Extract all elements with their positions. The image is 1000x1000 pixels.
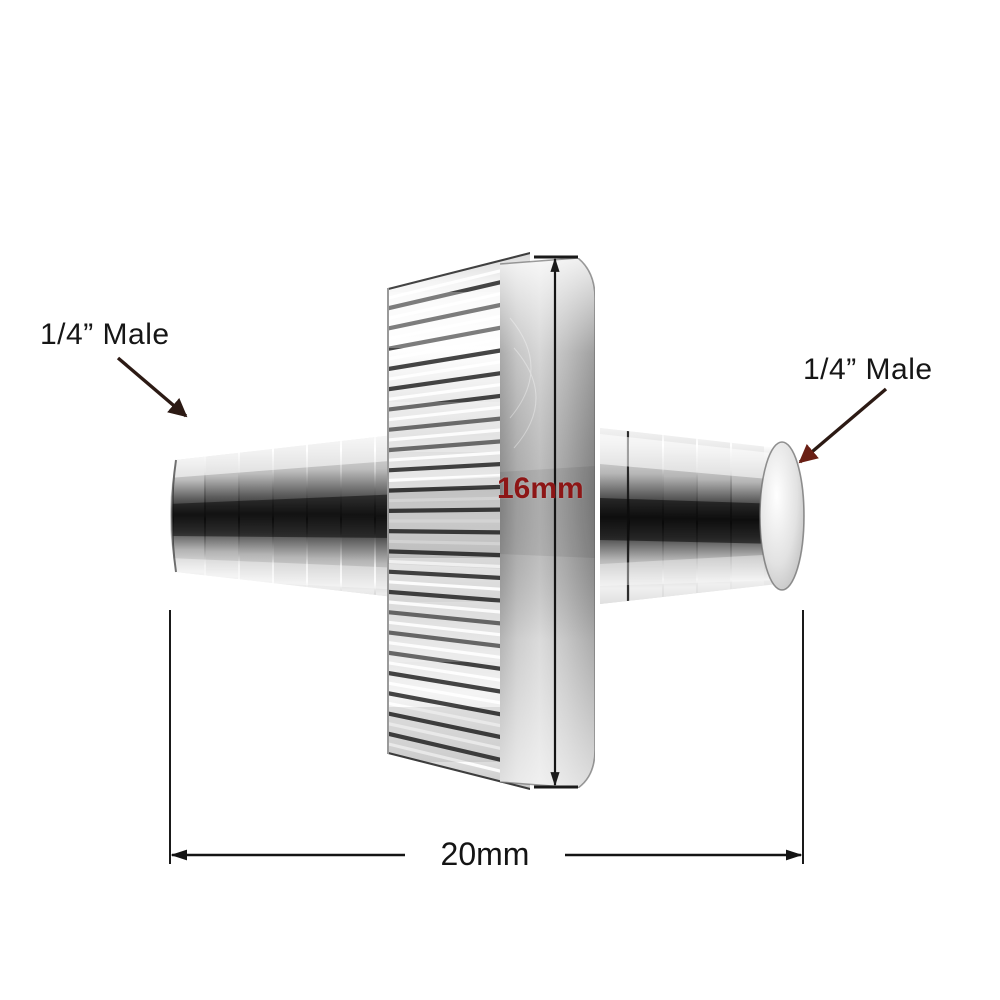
- callout-label-right: 1/4” Male: [803, 353, 933, 386]
- knob-side-face: [500, 258, 595, 788]
- right-threaded-shaft: [600, 428, 805, 604]
- callout-label-left: 1/4” Male: [40, 318, 170, 351]
- width-dimension-label: 20mm: [405, 836, 565, 873]
- height-dimension-label: 16mm: [497, 472, 584, 505]
- left-threaded-shaft: [170, 434, 403, 598]
